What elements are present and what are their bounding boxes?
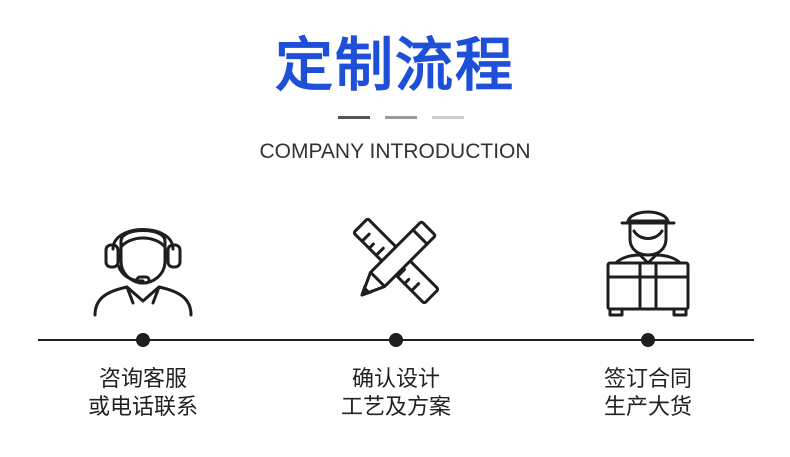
divider-bar-light	[432, 116, 464, 119]
step-2-line-1: 确认设计	[351, 367, 440, 392]
step-1-line-1: 咨询客服	[98, 367, 187, 392]
step-3-line-2: 生产大货	[603, 395, 692, 420]
delivery-worker-box-icon	[606, 210, 690, 317]
timeline-dot-2	[389, 333, 403, 347]
step-label-1: 咨询客服 或电话联系	[53, 366, 233, 422]
divider-bar-dark	[338, 116, 370, 119]
customer-service-headset-icon	[93, 228, 193, 317]
step-3-line-1: 签订合同	[603, 367, 692, 392]
divider-bar-mid	[385, 116, 417, 119]
timeline-dot-1	[136, 333, 150, 347]
timeline-dot-3	[641, 333, 655, 347]
step-label-3: 签订合同 生产大货	[558, 366, 738, 422]
page-subtitle: COMPANY INTRODUCTION	[259, 140, 531, 163]
page-title: 定制流程	[274, 31, 515, 99]
step-1-line-2: 或电话联系	[87, 395, 198, 420]
step-label-2: 确认设计 工艺及方案	[306, 366, 486, 422]
pencil-ruler-icon	[352, 217, 440, 305]
step-2-line-2: 工艺及方案	[340, 395, 451, 420]
title-divider	[338, 116, 464, 120]
